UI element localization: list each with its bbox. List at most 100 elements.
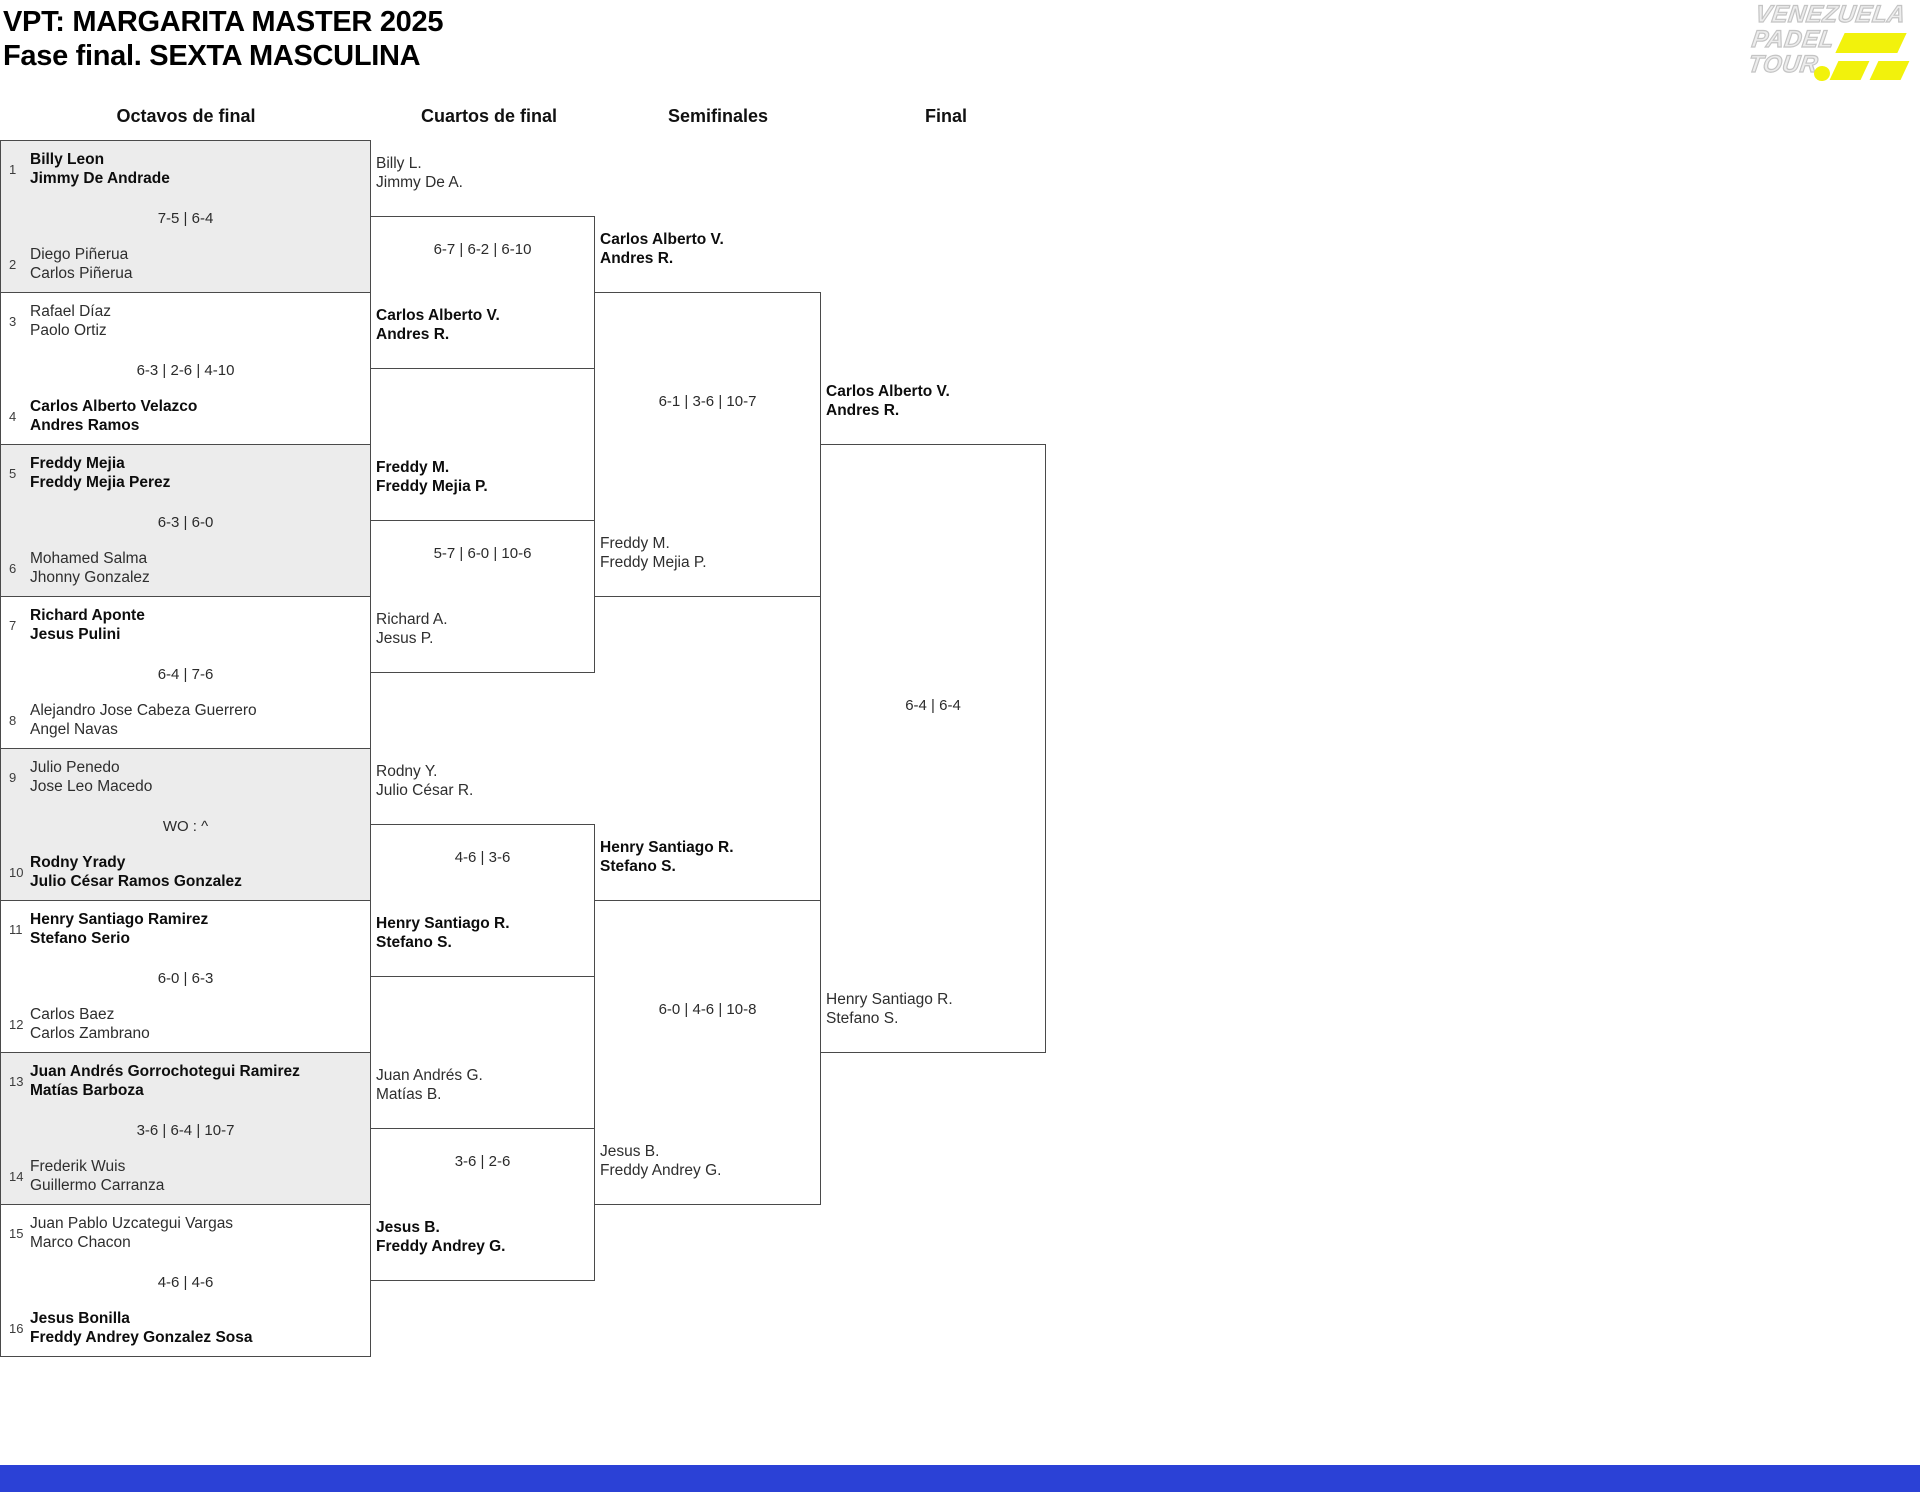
- match-score: 6-7 | 6-2 | 6-10: [433, 241, 532, 258]
- team-row: 7 Richard Aponte Jesus Pulini: [1, 606, 370, 644]
- seed-number: 15: [9, 1225, 24, 1241]
- team-row: 9 Julio Penedo Jose Leo Macedo: [1, 758, 370, 796]
- player-name: Henry Santiago R.: [826, 991, 953, 1008]
- player-name: Henry Santiago R.: [376, 915, 510, 932]
- player-name: Carlos Baez: [30, 1006, 115, 1023]
- team-row: 10 Rodny Yrady Julio César Ramos Gonzale…: [1, 853, 370, 891]
- team-label: Freddy M. Freddy Mejia P.: [376, 458, 488, 496]
- team-row: 12 Carlos Baez Carlos Zambrano: [1, 1005, 370, 1043]
- match-score: 7-5 | 6-4: [157, 210, 214, 227]
- team-row: 11 Henry Santiago Ramirez Stefano Serio: [1, 910, 370, 948]
- player-name: Frederik Wuis: [30, 1158, 126, 1175]
- team-names: Juan Pablo Uzcategui Vargas Marco Chacon: [30, 1214, 233, 1252]
- seed-number: 3: [9, 313, 17, 329]
- match-r16-6: 11 Henry Santiago Ramirez Stefano Serio …: [0, 900, 371, 1053]
- match-score: 6-4 | 6-4: [905, 697, 961, 714]
- player-name: Marco Chacon: [30, 1234, 131, 1251]
- team-label: Carlos Alberto V. Andres R.: [376, 306, 500, 344]
- player-name: Rodny Yrady: [30, 854, 126, 871]
- player-name: Stefano S.: [600, 858, 676, 875]
- player-name: Carlos Zambrano: [30, 1025, 150, 1042]
- team-row: 14 Frederik Wuis Guillermo Carranza: [1, 1157, 370, 1195]
- seed-number: 16: [9, 1320, 24, 1336]
- team-names: Jesus Bonilla Freddy Andrey Gonzalez Sos…: [30, 1309, 253, 1347]
- match-r16-2: 3 Rafael Díaz Paolo Ortiz 6-3 | 2-6 | 4-…: [0, 292, 371, 445]
- match-r16-7: 13 Juan Andrés Gorrochotegui Ramirez Mat…: [0, 1052, 371, 1205]
- player-name: Paolo Ortiz: [30, 322, 107, 339]
- player-name: Stefano S.: [376, 934, 452, 951]
- seed-number: 14: [9, 1168, 24, 1184]
- player-name: Andres R.: [376, 326, 450, 343]
- player-name: Matías B.: [376, 1086, 442, 1103]
- player-name: Henry Santiago R.: [600, 839, 734, 856]
- match-score: 6-3 | 2-6 | 4-10: [136, 362, 235, 379]
- player-name: Mohamed Salma: [30, 550, 148, 567]
- team-names: Rafael Díaz Paolo Ortiz: [30, 302, 111, 340]
- team-label: Billy L. Jimmy De A.: [376, 154, 463, 192]
- team-names: Freddy Mejia Freddy Mejia Perez: [30, 454, 170, 492]
- player-name: Stefano S.: [826, 1010, 899, 1027]
- round-header-cuartos: Cuartos de final: [420, 106, 558, 126]
- match-score: 6-3 | 6-0: [157, 514, 214, 531]
- player-name: Rafael Díaz: [30, 303, 111, 320]
- match-r16-4: 7 Richard Aponte Jesus Pulini 6-4 | 7-6 …: [0, 596, 371, 749]
- seed-number: 5: [9, 465, 17, 481]
- player-name: Billy L.: [376, 155, 422, 172]
- player-name: Jose Leo Macedo: [30, 778, 153, 795]
- team-names: Carlos Alberto Velazco Andres Ramos: [30, 397, 197, 435]
- team-row: 4 Carlos Alberto Velazco Andres Ramos: [1, 397, 370, 435]
- team-row: 16 Jesus Bonilla Freddy Andrey Gonzalez …: [1, 1309, 370, 1347]
- round-header-octavos: Octavos de final: [116, 106, 256, 126]
- team-label: Henry Santiago R. Stefano S.: [600, 838, 734, 876]
- match-score: 6-4 | 7-6: [157, 666, 214, 683]
- seed-number: 11: [9, 921, 23, 937]
- player-name: Julio Penedo: [30, 759, 120, 776]
- team-row: 3 Rafael Díaz Paolo Ortiz: [1, 302, 370, 340]
- team-names: Mohamed Salma Jhonny Gonzalez: [30, 549, 150, 587]
- seed-number: 13: [9, 1073, 24, 1089]
- player-name: Carlos Alberto V.: [376, 307, 500, 324]
- player-name: Jesus B.: [600, 1143, 660, 1160]
- team-names: Frederik Wuis Guillermo Carranza: [30, 1157, 164, 1195]
- player-name: Jesus Pulini: [30, 626, 121, 643]
- player-name: Jimmy De A.: [376, 174, 463, 191]
- match-final-box: [820, 444, 1046, 1053]
- team-label: Jesus B. Freddy Andrey G.: [600, 1142, 721, 1180]
- team-names: Henry Santiago Ramirez Stefano Serio: [30, 910, 208, 948]
- player-name: Alejandro Jose Cabeza Guerrero: [30, 702, 257, 719]
- team-row: 1 Billy Leon Jimmy De Andrade: [1, 150, 370, 188]
- match-score: 6-1 | 3-6 | 10-7: [658, 393, 757, 410]
- match-r16-1: 1 Billy Leon Jimmy De Andrade 7-5 | 6-4 …: [0, 140, 371, 293]
- player-name: Jimmy De Andrade: [30, 170, 170, 187]
- team-label: Richard A. Jesus P.: [376, 610, 448, 648]
- player-name: Freddy M.: [376, 459, 450, 476]
- player-name: Guillermo Carranza: [30, 1177, 165, 1194]
- seed-number: 8: [9, 712, 17, 728]
- player-name: Jhonny Gonzalez: [30, 569, 150, 586]
- team-row: 5 Freddy Mejia Freddy Mejia Perez: [1, 454, 370, 492]
- player-name: Freddy Mejia P.: [600, 554, 707, 571]
- match-r16-5: 9 Julio Penedo Jose Leo Macedo WO : ^ 10…: [0, 748, 371, 901]
- team-label: Carlos Alberto V. Andres R.: [600, 230, 724, 268]
- player-name: Rodny Y.: [376, 763, 438, 780]
- round-header-final: Final: [924, 106, 967, 126]
- match-score: WO : ^: [162, 818, 209, 835]
- logo-yellow-bar-icon: [1835, 33, 1907, 53]
- team-names: Carlos Baez Carlos Zambrano: [30, 1005, 150, 1043]
- player-name: Freddy Andrey G.: [376, 1238, 506, 1255]
- player-name: Freddy Andrey G.: [600, 1162, 722, 1179]
- match-r16-8: 15 Juan Pablo Uzcategui Vargas Marco Cha…: [0, 1204, 371, 1357]
- round-header-semifinales: Semifinales: [667, 106, 769, 126]
- seed-number: 6: [9, 560, 17, 576]
- match-qf-3-box: [370, 824, 595, 977]
- player-name: Julio César R.: [376, 782, 474, 799]
- team-names: Julio Penedo Jose Leo Macedo: [30, 758, 152, 796]
- player-name: Stefano Serio: [30, 930, 130, 947]
- phase-subtitle: Fase final. SEXTA MASCULINA: [3, 40, 421, 72]
- team-label: Henry Santiago R. Stefano S.: [826, 990, 953, 1028]
- match-score: 6-0 | 6-3: [157, 970, 214, 987]
- page-title: VPT: MARGARITA MASTER 2025 Fase final. S…: [3, 5, 443, 73]
- player-name: Matías Barboza: [30, 1082, 144, 1099]
- seed-number: 12: [9, 1016, 24, 1032]
- seed-number: 9: [9, 769, 17, 785]
